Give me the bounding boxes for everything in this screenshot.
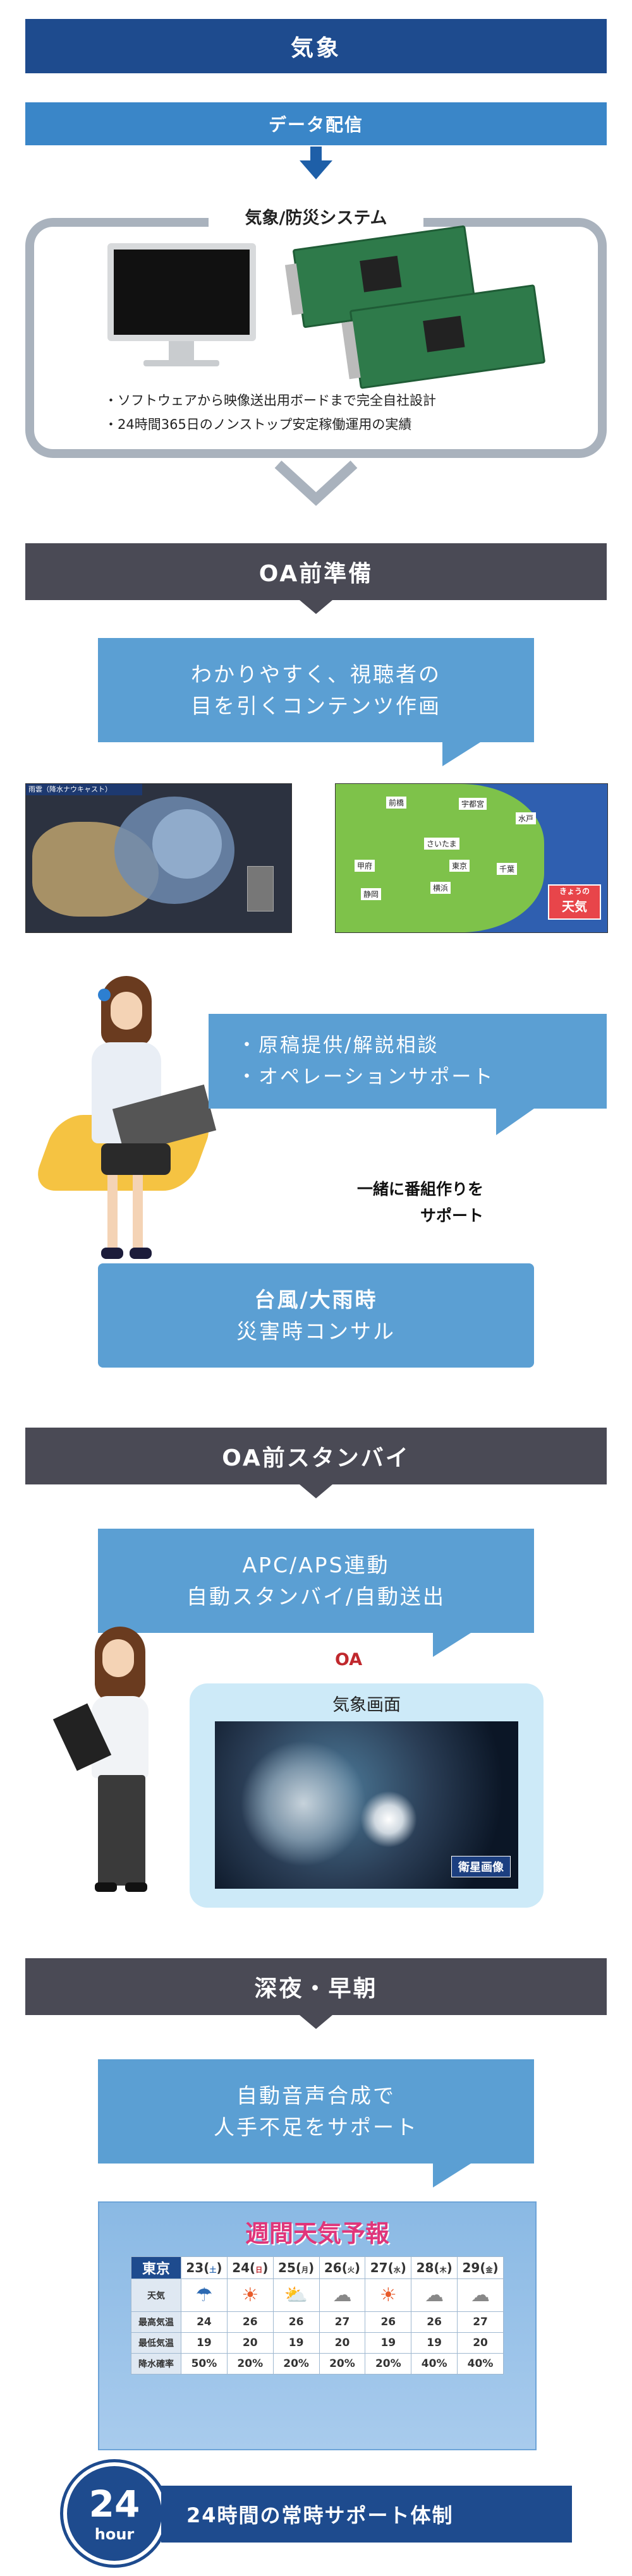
day-number: 23: [186, 2260, 204, 2275]
system-frame: [25, 218, 607, 458]
day-weekday: 月: [301, 2266, 309, 2274]
support-bubble: ・原稿提供/解説相談 ・オペレーションサポート: [209, 1014, 607, 1109]
operator-illustration: [30, 976, 217, 1267]
24-hour-badge: 24 hour: [63, 2462, 166, 2565]
day-header: 25(月): [272, 2256, 320, 2279]
today-weather-map: 前橋 宇都宮 水戸 さいたま 甲府 東京 千葉 横浜 静岡 きょうの 天気: [335, 783, 608, 933]
day-weekday: 金: [485, 2266, 493, 2274]
system-title: 気象/防災システム: [209, 206, 423, 231]
system-bullet: ・ソフトウェアから映像送出用ボードまで完全自社設計: [104, 393, 436, 408]
forecast-cell: 26: [411, 2311, 458, 2333]
today-weather-badge: きょうの 天気: [548, 884, 601, 920]
page-title: 気象: [25, 19, 607, 73]
day-number: 27: [370, 2260, 388, 2275]
day-header: 24(日): [226, 2256, 274, 2279]
forecast-cell: 50%: [181, 2353, 228, 2374]
typhoon-box: 台風/大雨時 災害時コンサル: [98, 1263, 534, 1368]
city-label: 東京: [131, 2256, 181, 2279]
together-text: 一緒に番組作りを サポート: [356, 1180, 483, 1225]
bubble-tail: [496, 1109, 534, 1135]
cloud-icon: ☁: [425, 2284, 444, 2306]
day-number: 24: [232, 2260, 250, 2275]
support-footer-label: 24時間の常時サポート体制: [161, 2486, 572, 2543]
rain-icon: ☂: [195, 2284, 213, 2306]
forecast-cell: 19: [272, 2332, 320, 2354]
day-weekday: 水: [393, 2266, 401, 2274]
forecast-cell: 27: [319, 2311, 366, 2333]
sun-cloud-icon: ☀: [241, 2284, 259, 2306]
system-bullets: ・ソフトウェアから映像送出用ボードまで完全自社設計 ・24時間365日のノンスト…: [104, 388, 436, 436]
bubble-tail: [433, 1633, 471, 1657]
forecast-cell: 19: [181, 2332, 228, 2354]
oa-screen-panel: 気象画面 衛星画像: [190, 1683, 544, 1908]
screen-title: 気象画面: [332, 1695, 401, 1715]
forecast-cell: 20: [319, 2332, 366, 2354]
section-title-oa-standby: OA前スタンバイ: [25, 1428, 607, 1484]
weekly-title: 週間天気予報: [245, 2220, 389, 2248]
forecast-cell: 40%: [411, 2353, 458, 2374]
forecast-cell: 20%: [272, 2353, 320, 2374]
day-header: 23(土): [181, 2256, 228, 2279]
down-arrow-icon: [300, 147, 332, 179]
forecast-cell: 27: [457, 2311, 504, 2333]
cloud-icon: ☁: [332, 2284, 352, 2306]
day-number: 26: [324, 2260, 342, 2275]
monitor-icon: [107, 243, 256, 366]
day-weekday: 火: [347, 2266, 355, 2274]
forecast-cell: 20: [226, 2332, 274, 2354]
day-header: 29(金): [457, 2256, 504, 2279]
chevron-down-icon: [269, 455, 363, 512]
legend-icon: [247, 866, 274, 912]
headset-icon: [98, 989, 111, 1001]
bubble-tail: [433, 2164, 471, 2188]
section-title-oa-prep: OA前準備: [25, 543, 607, 600]
weekly-forecast: 週間天気予報 東京 23(土)24(日)25(月)26(火)27(水)28(木)…: [98, 2201, 537, 2450]
forecast-cell: 20%: [319, 2353, 366, 2374]
day-number: 25: [278, 2260, 296, 2275]
forecast-cell: 20: [457, 2332, 504, 2354]
oa-label: OA: [335, 1650, 363, 1670]
day-header: 26(火): [319, 2256, 366, 2279]
speech-bubble: APC/APS連動 自動スタンバイ/自動送出: [98, 1529, 534, 1633]
radar-map-title: 雨雲（降水ナウキャスト）: [26, 784, 142, 795]
section-title-late-night: 深夜・早朝: [25, 1958, 607, 2015]
data-delivery-label: データ配信: [268, 114, 363, 135]
day-weekday: 木: [439, 2266, 447, 2274]
day-header: 28(木): [411, 2256, 458, 2279]
forecast-cell: 24: [181, 2311, 228, 2333]
speech-bubble: わかりやすく、視聴者の 目を引くコンテンツ作画: [98, 638, 534, 742]
satellite-image: 衛星画像: [215, 1721, 518, 1889]
forecast-cell: 26: [226, 2311, 274, 2333]
radar-map: 雨雲（降水ナウキャスト）: [25, 783, 292, 933]
data-delivery-bar: データ配信: [25, 102, 607, 145]
forecast-cell: 19: [365, 2332, 412, 2354]
weekly-table: 東京 23(土)24(日)25(月)26(火)27(水)28(木)29(金) 天…: [131, 2256, 504, 2374]
system-bullet: ・24時間365日のノンストップ安定稼働運用の実績: [104, 417, 412, 432]
forecast-cell: 26: [365, 2311, 412, 2333]
day-number: 28: [416, 2260, 434, 2275]
forecast-cell: 40%: [457, 2353, 504, 2374]
day-header: 27(水): [365, 2256, 412, 2279]
forecast-cell: 20%: [365, 2353, 412, 2374]
satellite-label: 衛星画像: [451, 1856, 511, 1877]
day-number: 29: [462, 2260, 480, 2275]
day-weekday: 土: [209, 2266, 217, 2274]
forecast-cell: 20%: [226, 2353, 274, 2374]
forecast-cell: 26: [272, 2311, 320, 2333]
speech-bubble: 自動音声合成で 人手不足をサポート: [98, 2059, 534, 2164]
cloud-sun-icon: ⛅: [284, 2284, 308, 2306]
day-weekday: 日: [255, 2266, 263, 2274]
page-title-text: 気象: [290, 35, 341, 61]
bubble-tail: [442, 742, 480, 766]
presenter-illustration: [52, 1627, 171, 1905]
sun-icon: ☀: [379, 2284, 397, 2306]
forecast-cell: 19: [411, 2332, 458, 2354]
cloud-icon: ☁: [471, 2284, 490, 2306]
